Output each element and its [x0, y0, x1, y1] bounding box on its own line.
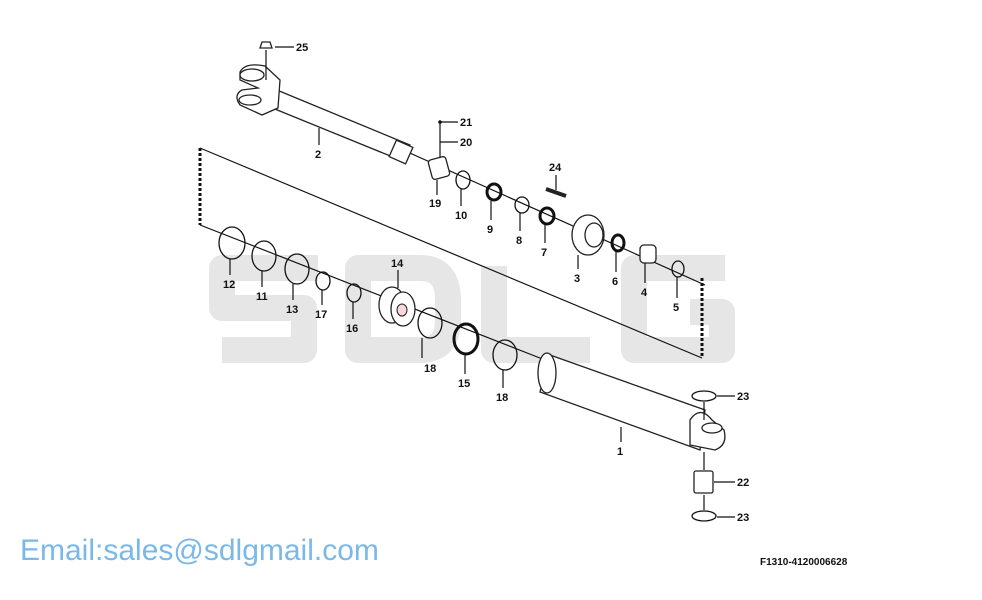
callout-2: 2	[315, 149, 321, 161]
callout-18-a: 18	[424, 363, 436, 375]
callout-19: 19	[429, 198, 441, 210]
callout-24: 24	[549, 162, 562, 174]
callout-6: 6	[612, 276, 618, 288]
callout-9: 9	[487, 224, 493, 236]
piston-side-parts	[218, 226, 518, 371]
callout-18-b: 18	[496, 392, 508, 404]
callout-14: 14	[391, 258, 404, 270]
callout-1: 1	[617, 446, 623, 458]
callout-22: 22	[737, 477, 749, 489]
leader-lines	[229, 46, 735, 518]
callout-23-a: 23	[737, 391, 749, 403]
cylinder-tube	[537, 352, 726, 522]
callout-3: 3	[574, 273, 580, 285]
callout-23-b: 23	[737, 512, 749, 524]
callout-25: 25	[296, 42, 308, 54]
callout-10: 10	[455, 210, 467, 222]
callout-4: 4	[641, 287, 648, 299]
callout-15: 15	[458, 378, 470, 390]
callout-labels: 25 2 21 20 19 10 9 8 7 24 3 6 4 5 12 11 …	[223, 42, 749, 524]
callout-16: 16	[346, 323, 358, 335]
callout-13: 13	[286, 304, 298, 316]
callout-20: 20	[460, 137, 472, 149]
callout-12: 12	[223, 279, 235, 291]
drawing-code: F1310-4120006628	[760, 557, 848, 568]
piston-rod	[236, 41, 414, 165]
callout-17: 17	[315, 309, 327, 321]
callout-8: 8	[516, 235, 522, 247]
watermark-email: Email:sales@sdlgmail.com	[20, 534, 379, 567]
callout-11: 11	[256, 291, 268, 303]
rod-side-parts	[427, 156, 685, 278]
callout-21: 21	[460, 117, 472, 129]
callout-7: 7	[541, 247, 547, 259]
callout-5: 5	[673, 302, 679, 314]
